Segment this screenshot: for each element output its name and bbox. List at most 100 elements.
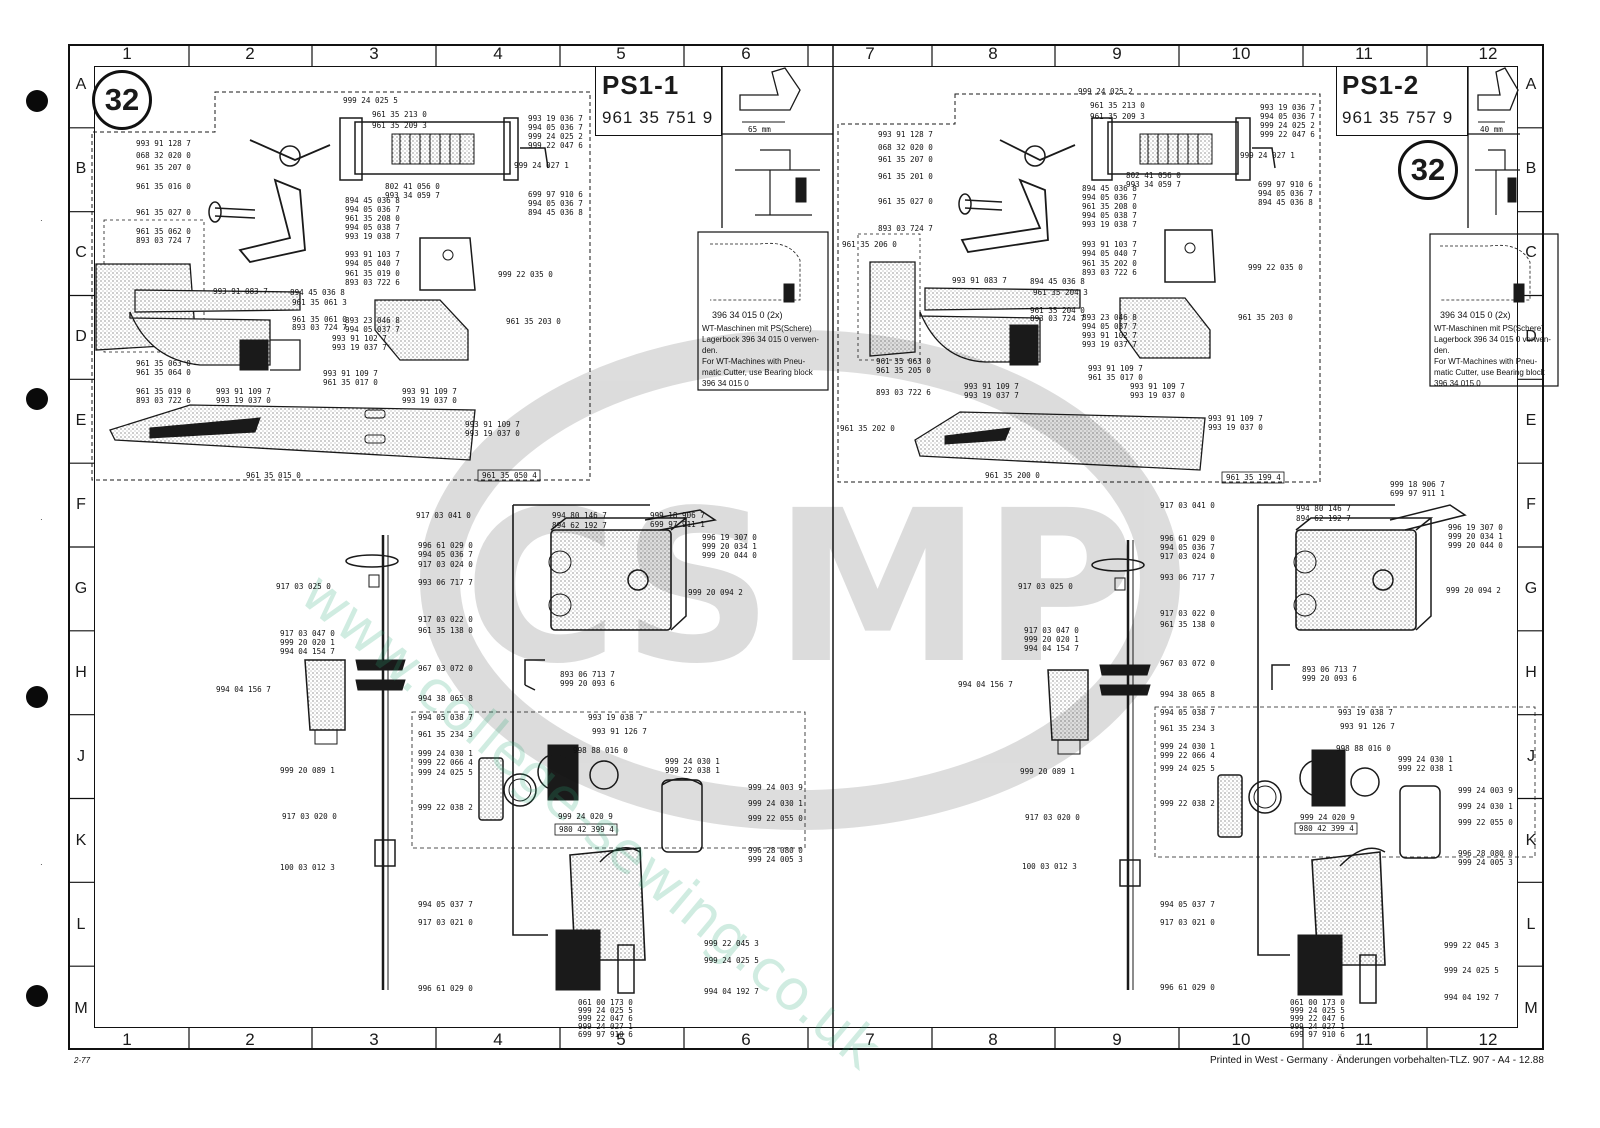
part-callout: 993 91 109 7 [402, 387, 457, 396]
part-callout: 993 91 126 7 [1340, 722, 1395, 731]
part-callout: 917 03 047 0 [280, 629, 335, 638]
column-number: 8 [988, 44, 998, 63]
part-callout: 917 03 025 0 [276, 582, 331, 591]
part-callout: 999 24 025 5 [418, 768, 473, 777]
part-callout: 699 97 911 1 [1390, 489, 1445, 498]
column-number: 7 [865, 1030, 875, 1049]
part-callout: 993 91 128 7 [878, 130, 933, 139]
part-callout: 999 20 034 1 [702, 542, 757, 551]
column-number: 2 [245, 1030, 255, 1049]
row-letter: K [1525, 832, 1537, 849]
part-callout: 994 05 036 7 [1160, 543, 1215, 552]
part-callout: 961 35 207 0 [136, 163, 191, 172]
part-callout: 961 35 208 0 [345, 214, 400, 223]
part-callout: 999 22 045 3 [1444, 941, 1499, 950]
row-letter: G [74, 580, 88, 597]
column-number: 9 [1112, 1030, 1122, 1049]
watermark-logo: CSMP [420, 330, 1180, 830]
part-callout: 993 19 036 7 [1260, 103, 1315, 112]
part-callout: 993 91 126 7 [592, 727, 647, 736]
footer-print-info: Printed in West - Germany · Änderungen v… [1210, 1055, 1544, 1066]
part-callout: 961 35 016 0 [136, 182, 191, 191]
part-callout: 061 00 173 0 [1290, 998, 1345, 1007]
part-callout: 894 45 036 8 [1258, 198, 1313, 207]
part-callout: 993 91 109 7 [1130, 382, 1185, 391]
part-callout: 994 05 038 7 [345, 223, 400, 232]
corner-mark: 2-77 [74, 1056, 91, 1065]
part-callout: 802 41 056 0 [385, 182, 440, 191]
part-callout: 993 19 037 7 [964, 391, 1019, 400]
part-callout: 999 20 089 1 [1020, 767, 1075, 776]
left-valve-ref: 980 42 399 4 [559, 825, 614, 834]
part-callout: 961 35 017 0 [323, 378, 378, 387]
part-callout: 993 19 037 0 [1130, 391, 1185, 400]
part-callout: 999 24 005 3 [1458, 858, 1513, 867]
part-callout: 999 22 055 0 [748, 814, 803, 823]
part-callout: 994 05 037 7 [345, 325, 400, 334]
part-callout: 894 45 036 8 [345, 196, 400, 205]
part-callout: 961 35 203 0 [506, 317, 561, 326]
part-callout: 994 04 192 7 [1444, 993, 1499, 1002]
column-number: 11 [1355, 1030, 1373, 1049]
row-letter: M [1524, 1000, 1538, 1017]
row-letter: B [75, 160, 87, 177]
part-callout: 996 28 080 0 [748, 846, 803, 855]
part-callout: 961 35 200 0 [985, 471, 1040, 480]
part-callout: 999 24 025 5 [1444, 966, 1499, 975]
part-callout: 917 03 022 0 [418, 615, 473, 624]
part-callout: 894 62 192 7 [1296, 514, 1351, 523]
part-callout: 917 03 021 0 [418, 918, 473, 927]
part-callout: 699 97 910 6 [578, 1030, 633, 1039]
part-callout: 996 61 029 0 [418, 984, 473, 993]
part-callout: 061 00 173 0 [578, 998, 633, 1007]
column-number: 2 [245, 44, 255, 63]
right-dimension: 40 mm [1480, 125, 1503, 134]
row-letter: A [1525, 76, 1537, 93]
part-callout: 996 61 029 0 [418, 541, 473, 550]
part-callout: 999 20 020 1 [280, 638, 335, 647]
part-callout: 996 28 080 0 [1458, 849, 1513, 858]
part-callout: 961 35 063 0 [136, 359, 191, 368]
part-callout: 961 35 138 0 [1160, 620, 1215, 629]
part-callout: 893 03 722 6 [1082, 268, 1137, 277]
column-number: 11 [1355, 44, 1373, 63]
part-callout: 893 06 713 7 [1302, 665, 1357, 674]
part-callout: 994 05 037 7 [418, 900, 473, 909]
part-callout: 994 38 065 8 [1160, 690, 1215, 699]
column-number: 4 [493, 1030, 503, 1049]
column-number: 6 [741, 44, 751, 63]
part-callout: 699 97 910 6 [1258, 180, 1313, 189]
part-callout: 994 38 065 8 [418, 694, 473, 703]
part-callout: 894 45 036 8 [1082, 184, 1137, 193]
part-callout: 999 24 025 2 [1260, 121, 1315, 130]
part-callout: 961 35 019 0 [136, 387, 191, 396]
part-callout: 894 45 036 8 [290, 288, 345, 297]
part-callout: 999 24 027 1 [578, 1022, 633, 1031]
part-callout: 999 22 035 0 [498, 270, 553, 279]
part-callout: 961 35 063 0 [876, 357, 931, 366]
part-callout: 100 03 012 3 [1022, 862, 1077, 871]
part-callout: 999 18 906 7 [1390, 480, 1445, 489]
part-callout: 961 35 213 0 [372, 110, 427, 119]
part-callout: 961 35 234 3 [418, 730, 473, 739]
row-letter: D [75, 328, 87, 345]
part-callout: 994 04 154 7 [280, 647, 335, 656]
right-assembly-ref: 961 35 199 4 [1226, 473, 1281, 482]
note-line: 396 34 015 0 [1434, 379, 1481, 388]
right-part-number: 961 35 757 9 [1342, 108, 1454, 127]
part-callout: 917 03 020 0 [282, 812, 337, 821]
part-callout: 993 34 059 7 [1126, 180, 1181, 189]
part-callout: 996 61 029 0 [1160, 983, 1215, 992]
part-callout: 917 03 041 0 [416, 511, 471, 520]
row-letter: J [1527, 748, 1535, 765]
note-line: For WT-Machines with Pneu- [702, 357, 806, 366]
column-number: 7 [865, 44, 875, 63]
svg-text:CSMP: CSMP [464, 465, 1136, 710]
left-title: PS1-1 [602, 70, 680, 100]
part-callout: 999 22 047 6 [1260, 130, 1315, 139]
note-line: WT-Maschinen mit PS(Schere) [1434, 324, 1544, 333]
note-line: Lagerbock 396 34 015 0 verwen- [702, 335, 819, 344]
part-callout: 993 19 036 7 [528, 114, 583, 123]
part-callout: 999 24 025 5 [578, 1006, 633, 1015]
column-number: 3 [369, 44, 379, 63]
